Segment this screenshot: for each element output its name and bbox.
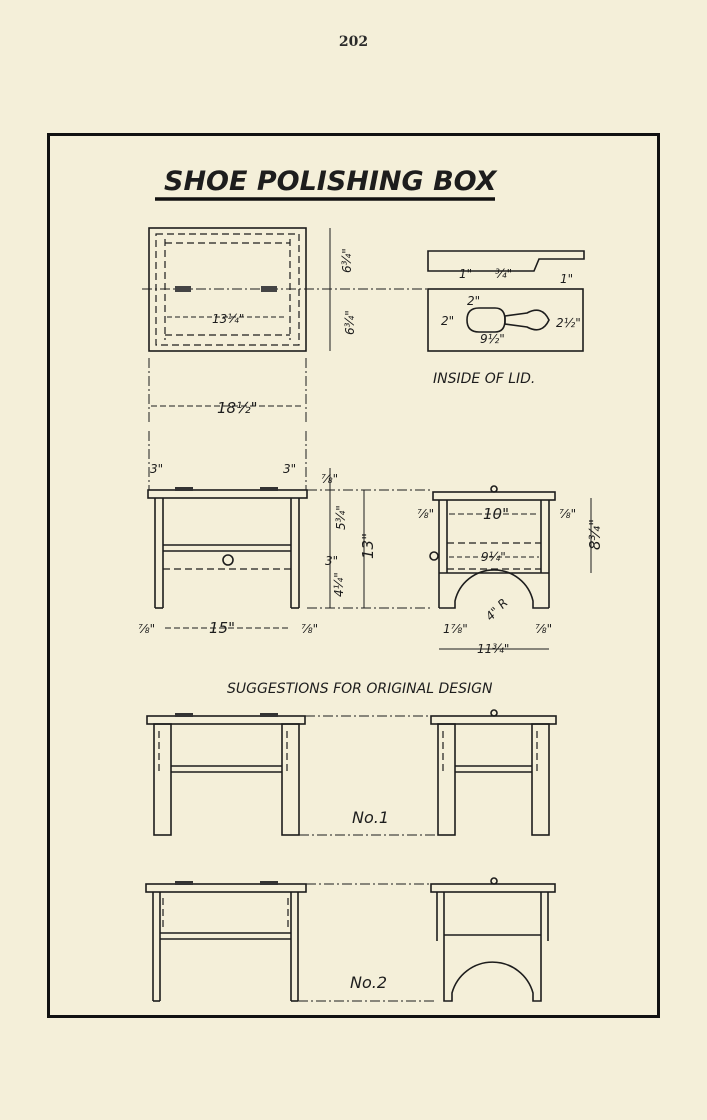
dim-end-inner: 10"	[483, 505, 509, 523]
dim-end-leg-right: ⅞"	[535, 622, 552, 636]
knob-icon	[429, 551, 439, 561]
dim-half-width-bottom: 6¾"	[343, 310, 357, 335]
knob-icon	[490, 877, 498, 885]
dim-leg-left: ⅞"	[138, 622, 155, 636]
dim-end-width: 11¾"	[477, 642, 509, 656]
dim-top-thickness: ⅞"	[321, 472, 338, 486]
dim-height-total: 13"	[359, 533, 377, 559]
dim-half-width-top: 6¾"	[340, 248, 354, 273]
dim-lower: 4¼"	[332, 572, 346, 597]
dim-overhang-left: 3"	[150, 462, 163, 476]
dim-lid-g: 9½"	[480, 332, 505, 346]
design-no2: No.2	[145, 877, 556, 1002]
dim-between-legs: 15"	[209, 619, 235, 637]
hinge-icon	[261, 286, 277, 292]
dim-end-shelf: 9¼"	[481, 550, 506, 564]
dim-lid-a: 1"	[459, 267, 472, 281]
dim-lid-d: 2"	[467, 294, 480, 308]
knob-icon	[490, 485, 498, 493]
front-elevation: 3" 3" ⅞" 5¾" 3" 4¼" 13" ⅞" 15" ⅞"	[138, 431, 432, 637]
dim-lid-e: 2"	[441, 314, 454, 328]
hinge-icon	[175, 286, 191, 292]
dim-middle: 3"	[325, 554, 338, 568]
knob-icon	[490, 709, 498, 717]
dim-end-height: 8¾"	[586, 519, 604, 550]
knob-icon	[222, 554, 234, 566]
dim-overhang-right: 3"	[283, 462, 296, 476]
page-number: 202	[338, 34, 369, 50]
design-no1: No.1	[146, 709, 557, 836]
design-label-no1: No.1	[352, 808, 389, 827]
dim-lid-b: ¾"	[495, 267, 512, 281]
dim-lid-f: 2½"	[556, 316, 581, 330]
suggestions-heading: SUGGESTIONS FOR ORIGINAL DESIGN	[227, 681, 493, 697]
plan-view: 13¼" 6¾" 6¾" 18½"	[142, 227, 427, 423]
dim-lid-c: 1"	[560, 272, 573, 286]
dim-end-leg-left: 1⅞"	[443, 622, 468, 636]
dim-upper-box: 5¾"	[334, 505, 348, 530]
design-label-no2: No.2	[350, 973, 387, 992]
end-elevation: 10" ⅞" ⅞" 8¾" 9¼" 4" R 1⅞" ⅞" 11¾"	[417, 485, 604, 656]
dim-inner-length: 13¼"	[212, 312, 244, 326]
shoe-box-drawing-plate: SHOE POLISHING BOX 13¼" 6¾" 6¾" 18½" 1" …	[47, 133, 660, 1018]
lid-caption: INSIDE OF LID.	[433, 371, 535, 387]
dim-arch-radius: 4" R	[483, 596, 511, 624]
dim-leg-right: ⅞"	[301, 622, 318, 636]
lid-view: 1" ¾" 1" 2" 2" 2½" 9½" INSIDE OF LID.	[427, 250, 585, 387]
dim-end-top-right: ⅞"	[559, 507, 576, 521]
plate-border	[47, 133, 660, 1018]
dim-overall-length: 18½"	[217, 399, 258, 417]
drawing-title: SHOE POLISHING BOX	[164, 166, 498, 197]
dim-end-top-left: ⅞"	[417, 507, 434, 521]
